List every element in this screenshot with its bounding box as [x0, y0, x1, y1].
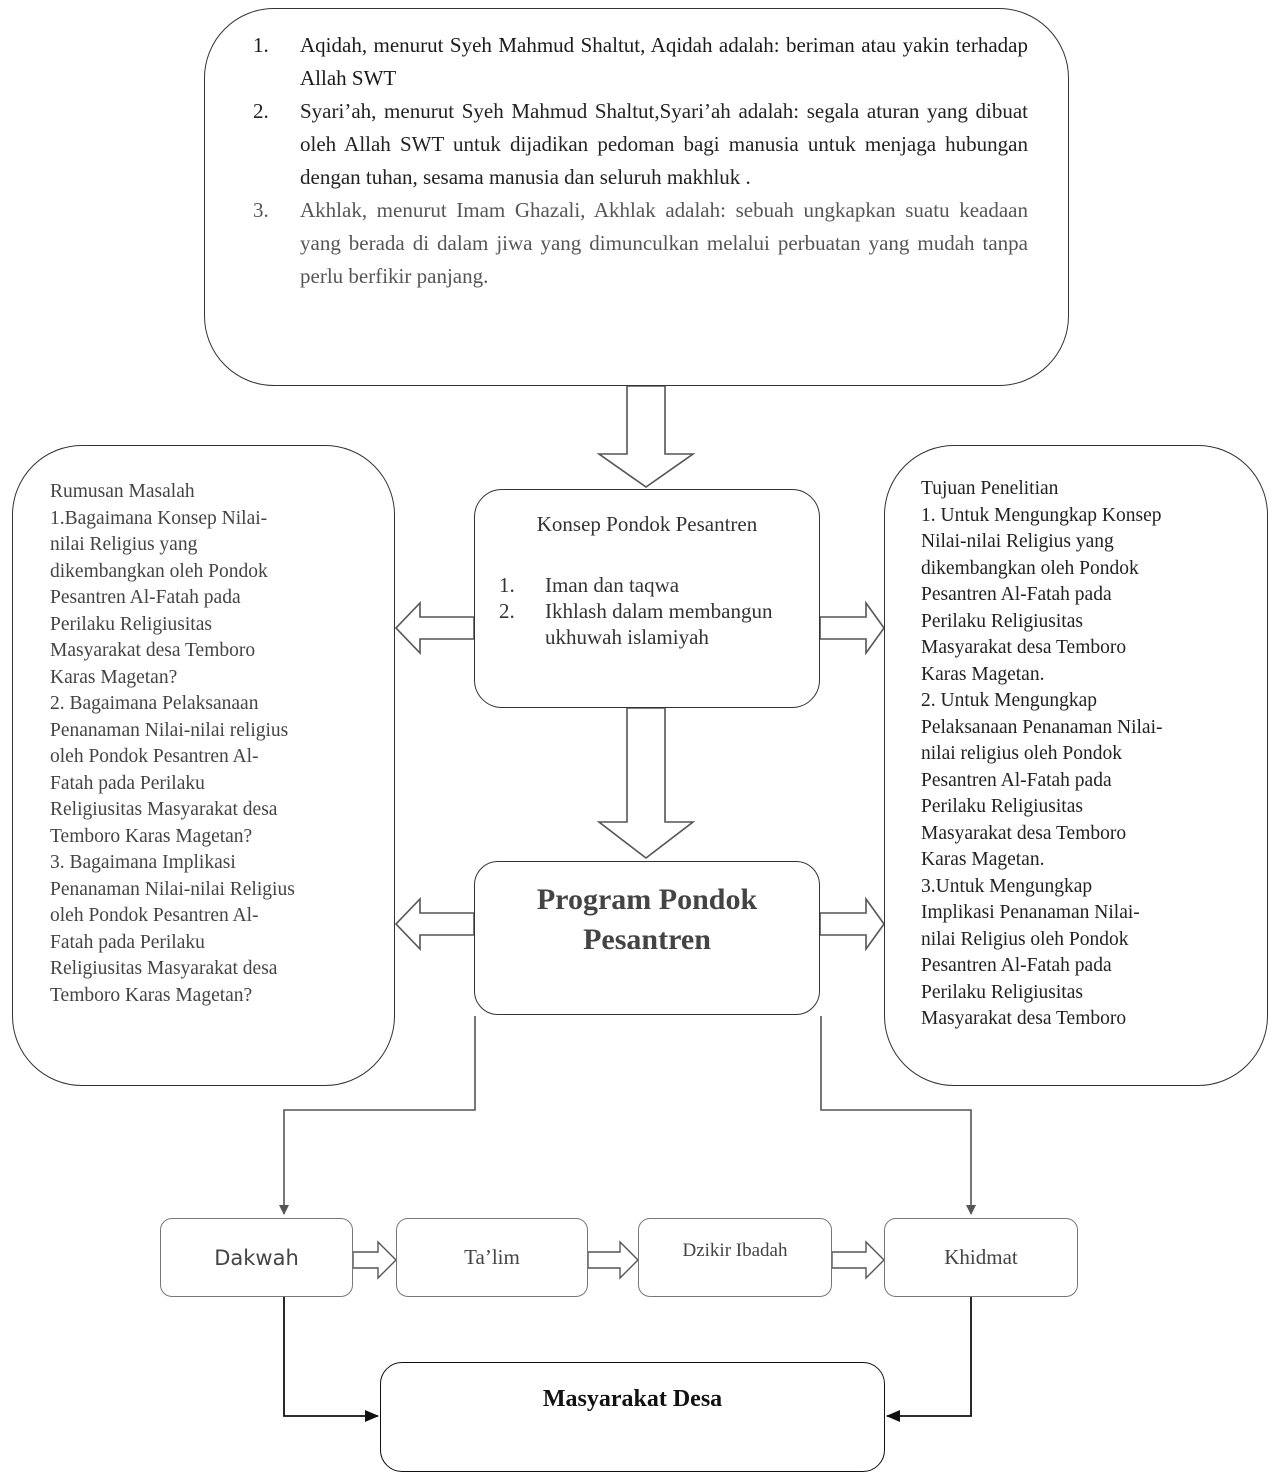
concept-definitions-list: 1. Aqidah, menurut Syeh Mahmud Shaltut, …: [253, 29, 1028, 293]
arrow-top-to-konsep: [596, 385, 696, 488]
definition-syariah: 2. Syari’ah, menurut Syeh Mahmud Shaltut…: [253, 95, 1028, 194]
arrow-konsep-to-left: [394, 601, 475, 655]
definition-text: Aqidah, menurut Syeh Mahmud Shaltut, Aqi…: [300, 33, 1028, 90]
talim-label: Ta’lim: [464, 1245, 520, 1269]
program-title: Program Pondok Pesantren: [536, 883, 758, 956]
dakwah-label: Dakwah: [214, 1245, 299, 1270]
tujuan-penelitian-text: Tujuan Penelitian 1. Untuk Mengungkap Ko…: [921, 478, 1163, 1029]
masyarakat-desa-title: Masyarakat Desa: [542, 1386, 723, 1412]
arrow-konsep-to-right: [819, 600, 885, 656]
definition-number: 1.: [253, 33, 269, 57]
line-dakwah-to-masyarakat: [283, 1297, 379, 1422]
arrow-talim-to-dzikir: [587, 1240, 639, 1280]
concept-definitions-box: 1. Aqidah, menurut Syeh Mahmud Shaltut, …: [204, 8, 1069, 386]
dzikir-ibadah-box: Dzikir Ibadah: [638, 1218, 832, 1297]
arrow-dzikir-to-khidmat: [831, 1240, 885, 1280]
rumusan-masalah-box: Rumusan Masalah 1.Bagaimana Konsep Nilai…: [12, 445, 395, 1086]
arrow-dakwah-to-talim: [352, 1240, 397, 1280]
konsep-title: Konsep Pondok Pesantren: [536, 512, 758, 536]
line-khidmat-to-masyarakat: [886, 1297, 972, 1422]
tujuan-penelitian-box: Tujuan Penelitian 1. Untuk Mengungkap Ko…: [884, 445, 1268, 1086]
definition-number: 3.: [253, 198, 269, 222]
arrow-program-to-left: [394, 897, 475, 951]
arrow-program-to-right: [819, 896, 885, 952]
konsep-item-text: Ikhlash dalam membangun ukhuwah islamiya…: [545, 599, 773, 649]
line-program-to-dakwah: [279, 1016, 476, 1215]
masyarakat-desa-box: Masyarakat Desa: [380, 1362, 885, 1472]
line-program-to-khidmat: [820, 1016, 976, 1215]
konsep-item: 2. Ikhlash dalam membangun ukhuwah islam…: [499, 598, 799, 650]
konsep-pondok-box: Konsep Pondok Pesantren 1. Iman dan taqw…: [474, 489, 820, 708]
talim-box: Ta’lim: [396, 1218, 588, 1297]
definition-text: Akhlak, menurut Imam Ghazali, Akhlak ada…: [300, 198, 1028, 288]
definition-aqidah: 1. Aqidah, menurut Syeh Mahmud Shaltut, …: [253, 29, 1028, 95]
konsep-list: 1. Iman dan taqwa 2. Ikhlash dalam memba…: [499, 572, 799, 650]
dakwah-box: Dakwah: [160, 1218, 353, 1297]
khidmat-label: Khidmat: [944, 1245, 1018, 1269]
definition-text: Syari’ah, menurut Syeh Mahmud Shaltut,Sy…: [300, 99, 1028, 189]
definition-number: 2.: [253, 99, 269, 123]
definition-akhlak: 3. Akhlak, menurut Imam Ghazali, Akhlak …: [253, 194, 1028, 293]
konsep-item-number: 2.: [499, 599, 515, 623]
program-pondok-box: Program Pondok Pesantren: [474, 861, 820, 1015]
konsep-item-number: 1.: [499, 573, 515, 597]
arrow-konsep-to-program: [596, 707, 696, 860]
konsep-item-text: Iman dan taqwa: [545, 573, 680, 597]
khidmat-box: Khidmat: [884, 1218, 1078, 1297]
dzikir-ibadah-label: Dzikir Ibadah: [682, 1239, 788, 1261]
konsep-item: 1. Iman dan taqwa: [499, 572, 799, 598]
rumusan-masalah-text: Rumusan Masalah 1.Bagaimana Konsep Nilai…: [50, 481, 295, 1006]
